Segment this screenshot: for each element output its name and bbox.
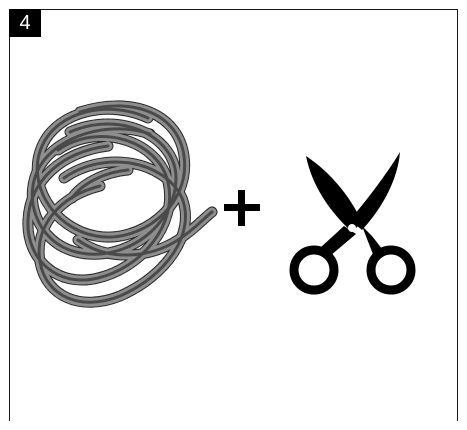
plus-icon — [224, 190, 260, 226]
scissors-icon — [294, 152, 411, 290]
corrugated-hose-coil-icon — [28, 106, 212, 302]
